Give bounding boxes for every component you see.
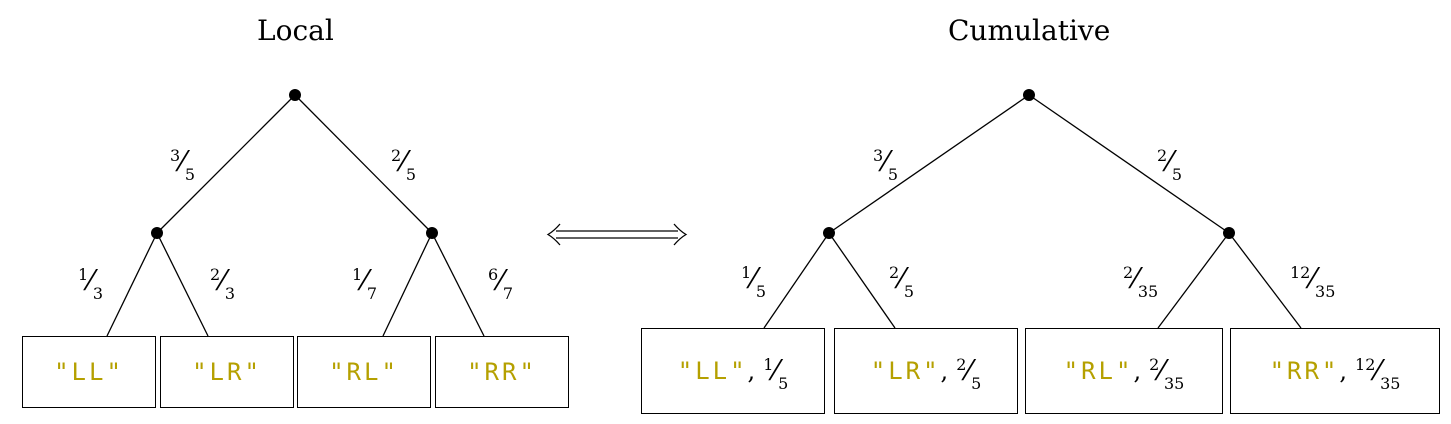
- local-label-r-right: 6⁄7: [488, 264, 514, 304]
- cum-right-node: [1223, 227, 1235, 239]
- cum-root-node: [1023, 89, 1035, 101]
- local-leaf-rl: "RL": [297, 336, 431, 408]
- cumulative-title: Cumulative: [948, 14, 1111, 47]
- local-edge-root-left: [156, 94, 296, 234]
- cum-edge-r-left: [1157, 232, 1230, 329]
- local-leaf-ll: "LL": [22, 336, 156, 408]
- local-edge-l-left: [106, 232, 158, 337]
- local-label-root-right: 2⁄5: [391, 145, 417, 185]
- local-leaf-rr: "RR": [435, 336, 569, 408]
- local-title: Local: [257, 14, 334, 47]
- cum-leaf-rl: "RL", 2⁄35: [1025, 328, 1223, 414]
- cum-label-root-left: 3⁄5: [873, 145, 899, 185]
- cum-left-node: [823, 227, 835, 239]
- local-edge-r-right: [431, 232, 485, 337]
- local-edge-root-right: [294, 94, 433, 234]
- local-label-r-left: 1⁄7: [352, 264, 378, 304]
- local-label-l-right: 2⁄3: [210, 264, 236, 304]
- cum-label-root-right: 2⁄5: [1157, 145, 1183, 185]
- cum-edge-l-left: [763, 232, 830, 329]
- cum-label-r-left: 2⁄35: [1123, 262, 1159, 302]
- cum-leaf-ll: "LL", 1⁄5: [641, 328, 825, 414]
- local-right-node: [426, 227, 438, 239]
- cum-leaf-rr: "RR", 12⁄35: [1230, 328, 1440, 414]
- cum-label-l-left: 1⁄5: [741, 262, 767, 302]
- local-leaf-lr: "LR": [160, 336, 294, 408]
- cum-edge-r-right: [1228, 232, 1302, 329]
- cum-label-r-right: 12⁄35: [1290, 262, 1336, 302]
- local-root-node: [289, 89, 301, 101]
- local-edge-l-right: [156, 232, 209, 337]
- cum-edge-root-left: [828, 94, 1030, 234]
- cum-edge-root-right: [1028, 94, 1230, 234]
- local-edge-r-left: [382, 232, 433, 337]
- cum-label-l-right: 2⁄5: [889, 262, 915, 302]
- double-arrow-icon: [546, 223, 688, 246]
- local-label-l-left: 1⁄3: [78, 264, 104, 304]
- local-label-root-left: 3⁄5: [170, 145, 196, 185]
- cum-leaf-lr: "LR", 2⁄5: [834, 328, 1018, 414]
- local-left-node: [151, 227, 163, 239]
- cum-edge-l-right: [828, 232, 896, 329]
